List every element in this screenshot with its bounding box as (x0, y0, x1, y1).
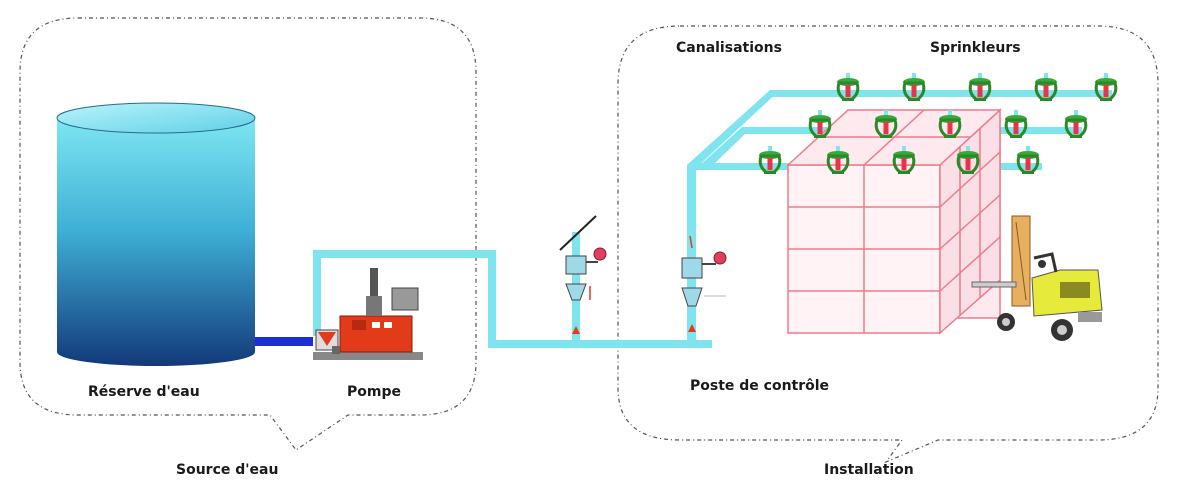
pump-label: Pompe (347, 384, 401, 400)
sprinklers-label: Sprinkleurs (930, 40, 1021, 56)
installation-boundary (617, 25, 1159, 464)
pump (313, 268, 423, 360)
control-valve-1 (559, 215, 607, 340)
source-boundary (19, 17, 477, 451)
tank-outlet-pipe (255, 337, 313, 346)
control-station-label: Poste de contrôle (690, 378, 830, 394)
installation-group-label: Installation (824, 462, 914, 478)
water-tank (56, 102, 256, 366)
control-valve-2 (681, 235, 727, 332)
reservoir-label: Réserve d'eau (88, 384, 200, 400)
main-supply-pipe (313, 165, 712, 348)
source-group-label: Source d'eau (176, 462, 279, 478)
forklift (971, 215, 1103, 341)
storage-racks (786, 108, 1002, 335)
pipes-label: Canalisations (676, 40, 782, 56)
